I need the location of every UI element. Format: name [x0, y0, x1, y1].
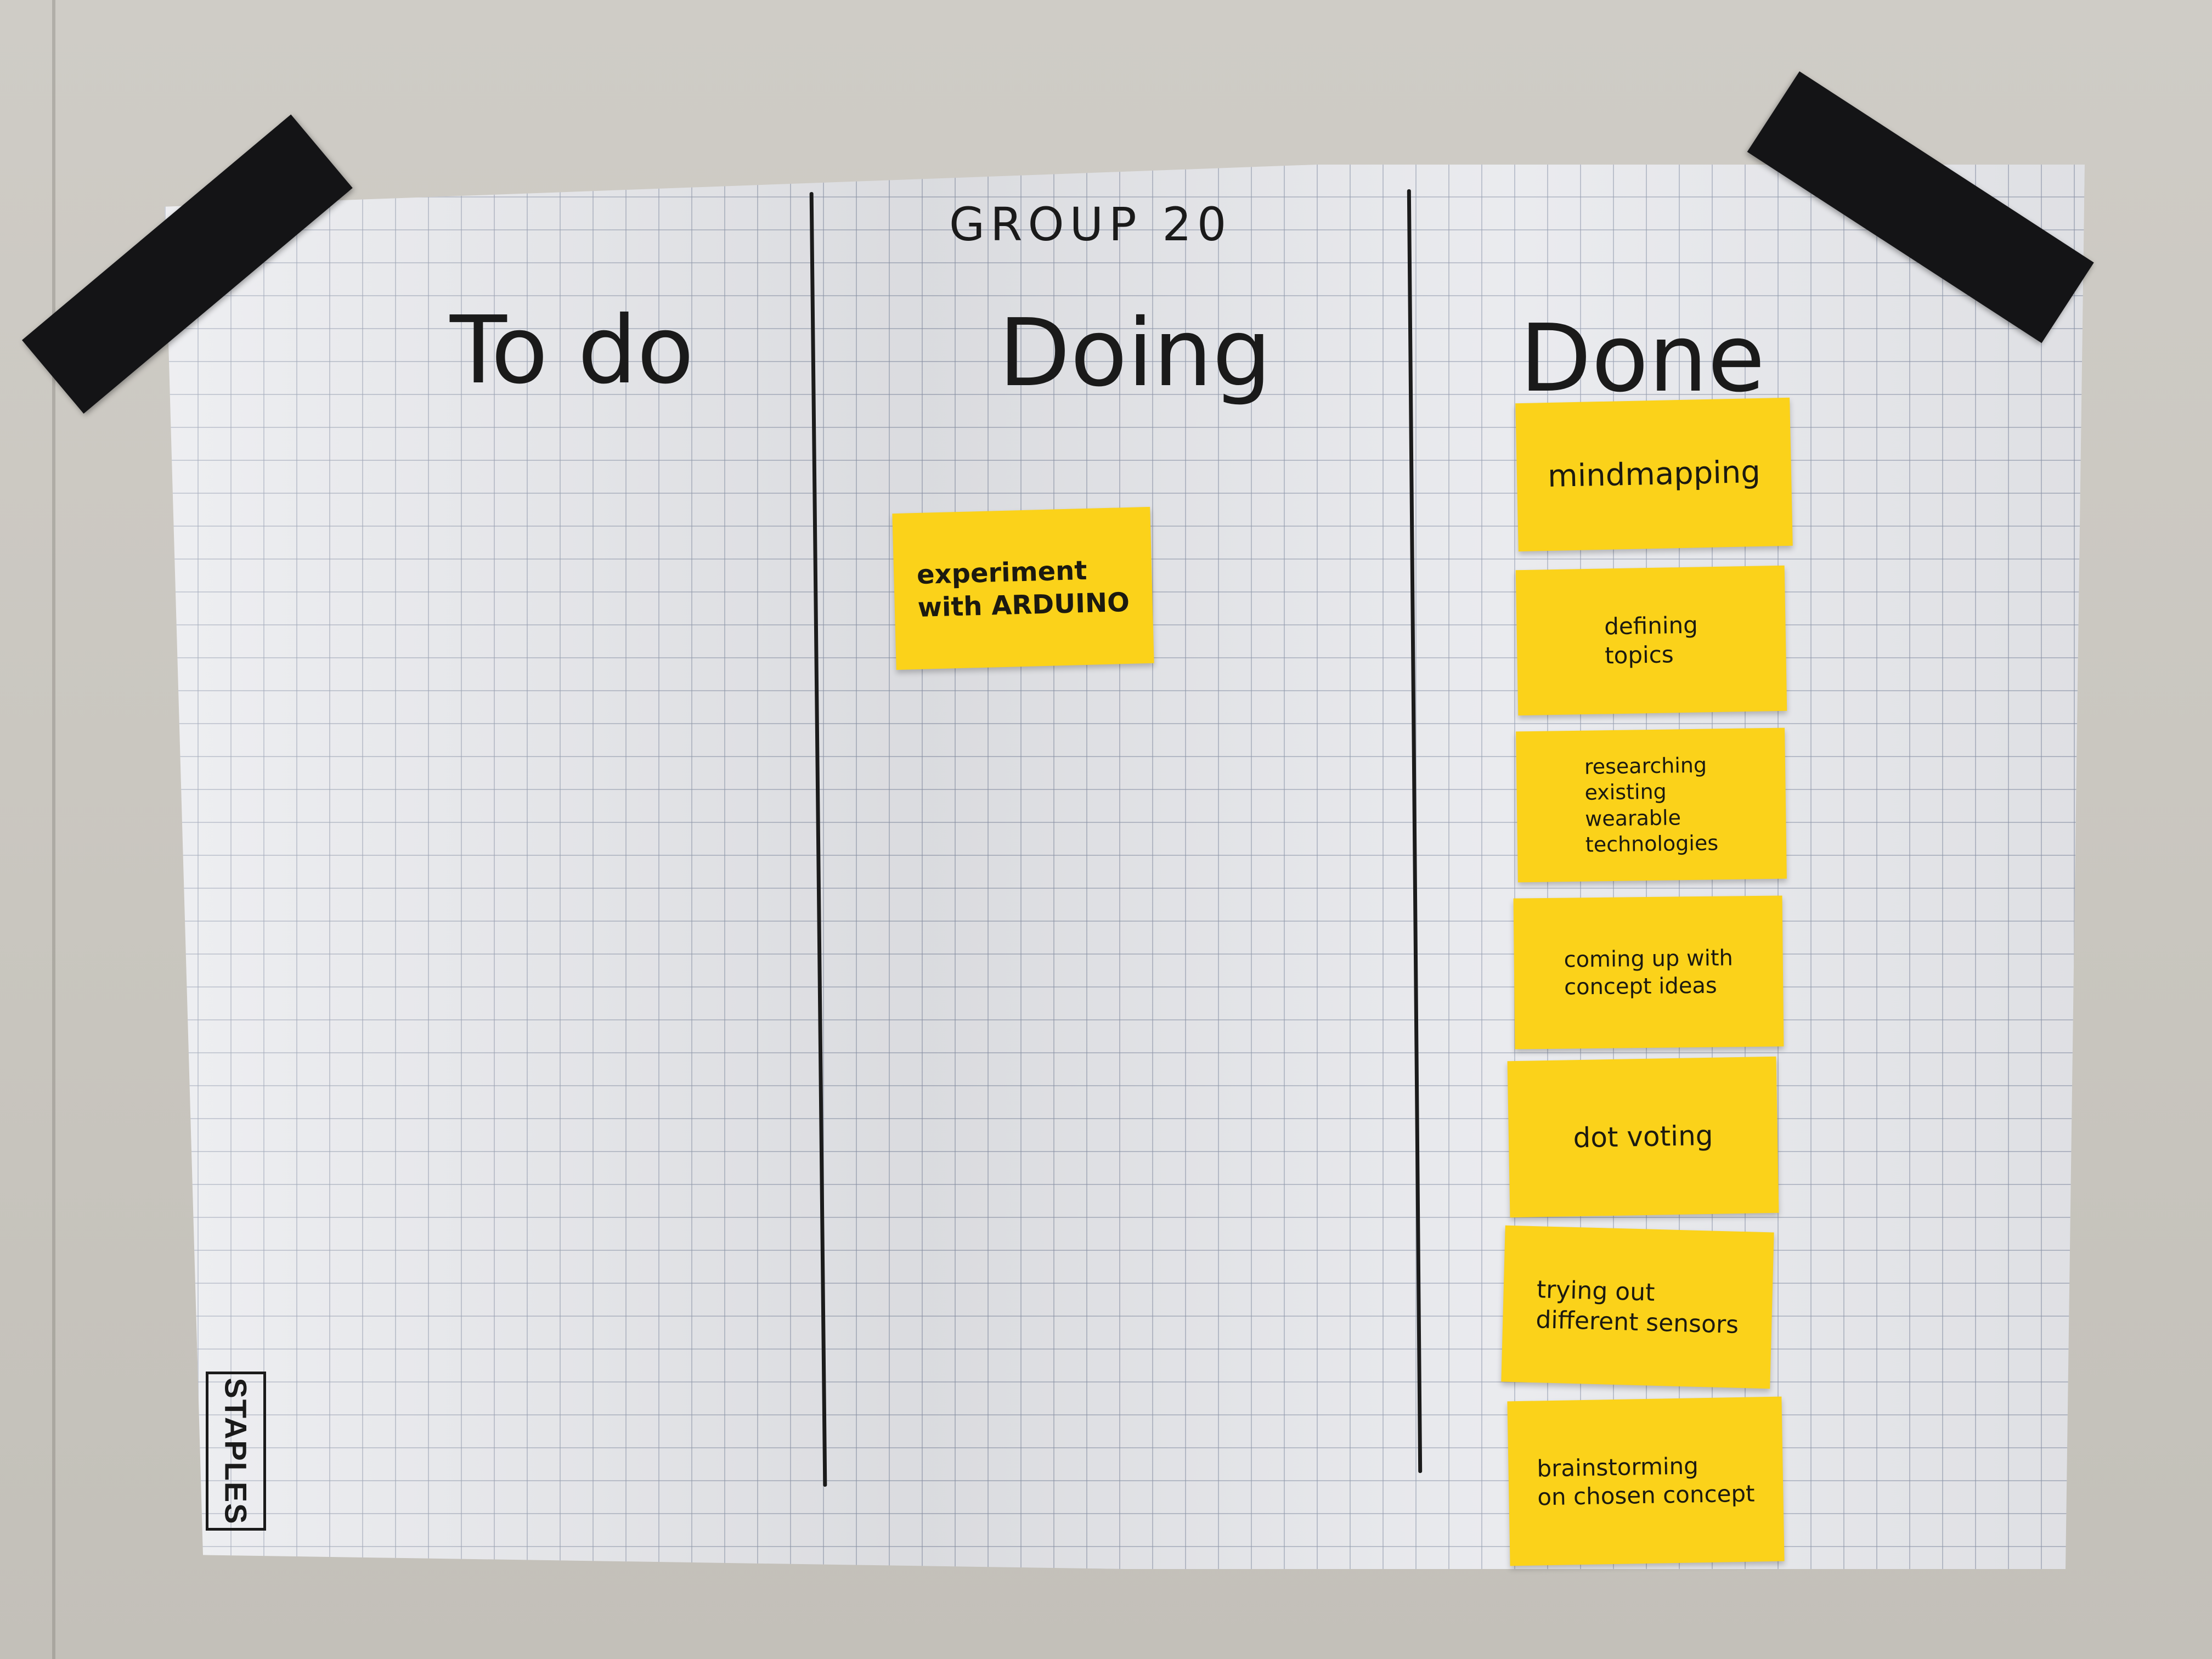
sticky-note-done[interactable]: mindmapping — [1515, 397, 1793, 552]
note-text: experiment with ARDUINO — [916, 555, 1130, 623]
note-text: brainstorming on chosen concept — [1537, 1452, 1755, 1511]
note-text: coming up with concept ideas — [1564, 945, 1734, 1000]
sticky-note-done[interactable]: trying out different sensors — [1501, 1225, 1774, 1389]
column-title-todo: To do — [450, 296, 694, 405]
sticky-note-done[interactable]: defining topics — [1515, 565, 1787, 716]
brand-label: STAPLES — [218, 1377, 253, 1525]
column-title-doing: Doing — [998, 299, 1272, 408]
wall-seam — [52, 0, 55, 1659]
sticky-note-done[interactable]: coming up with concept ideas — [1513, 895, 1784, 1049]
note-text: researching existing wearable technologi… — [1584, 753, 1719, 857]
sticky-note-done[interactable]: dot voting — [1507, 1056, 1779, 1218]
note-text: mindmapping — [1547, 454, 1761, 495]
sticky-note-done[interactable]: brainstorming on chosen concept — [1507, 1396, 1785, 1566]
note-text: defining topics — [1604, 611, 1699, 669]
sticky-note-done[interactable]: researching existing wearable technologi… — [1516, 727, 1787, 883]
group-title: GROUP 20 — [949, 198, 1232, 251]
staples-logo: STAPLES — [206, 1372, 266, 1531]
sticky-note-doing[interactable]: experiment with ARDUINO — [892, 506, 1154, 670]
note-text: trying out different sensors — [1535, 1275, 1739, 1339]
column-title-done: Done — [1520, 304, 1765, 413]
note-text: dot voting — [1573, 1120, 1713, 1154]
